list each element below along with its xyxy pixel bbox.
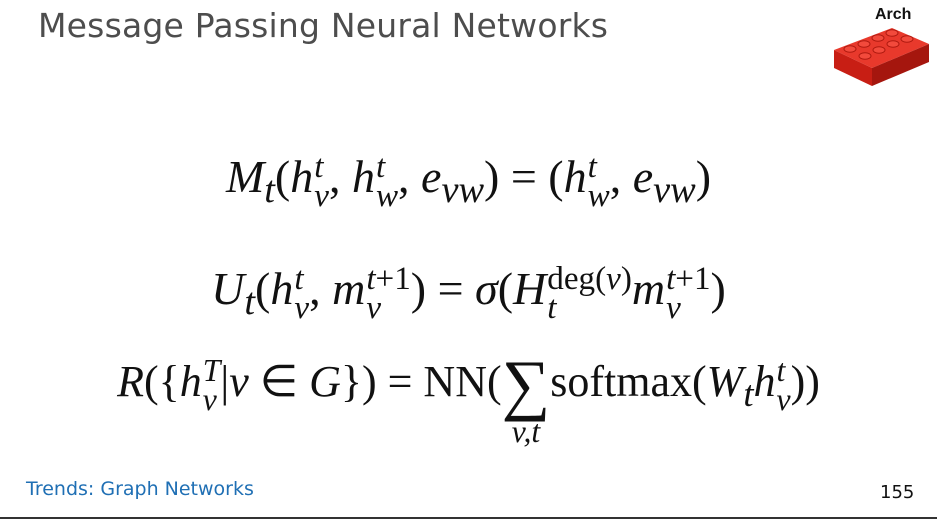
lego-brick-icon (834, 28, 929, 86)
footer-section-link[interactable]: Trends: Graph Networks (26, 478, 254, 500)
bottom-divider (0, 517, 937, 519)
page-number: 155 (880, 482, 915, 503)
section-tag: Arch (875, 6, 912, 23)
slide-title: Message Passing Neural Networks (38, 6, 609, 45)
